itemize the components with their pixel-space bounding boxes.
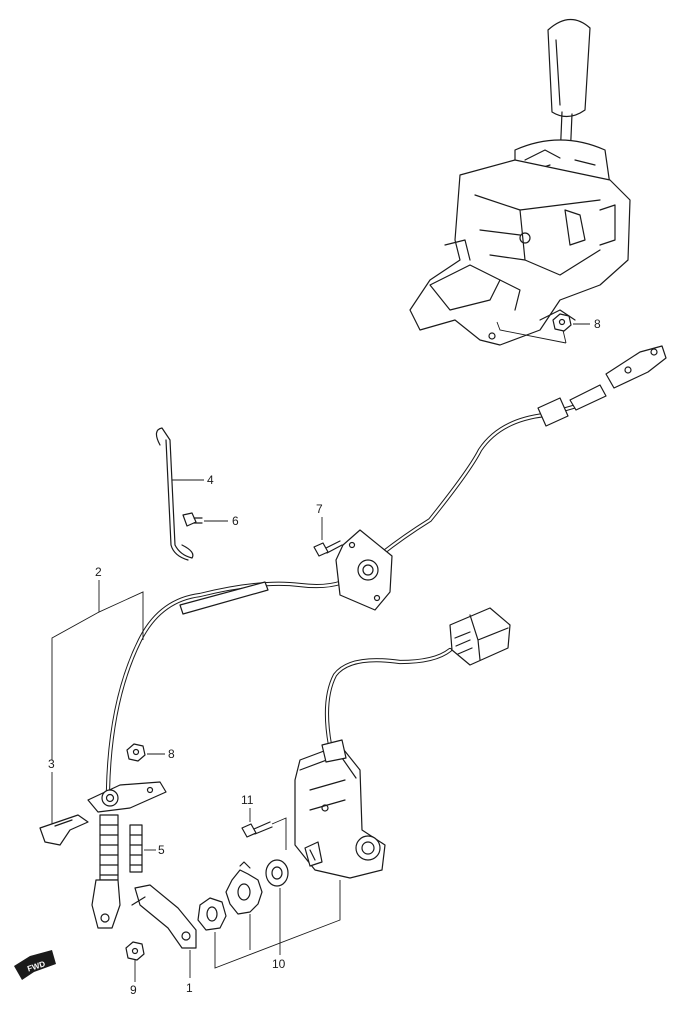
callout-10: 10 [272, 957, 286, 971]
callout-6: 6 [232, 514, 239, 528]
washer-10 [265, 859, 289, 887]
shift-lever-assembly [409, 18, 631, 346]
callout-4: 4 [207, 473, 214, 487]
lock-washer [225, 861, 263, 915]
callout-8-lower: 8 [168, 747, 175, 761]
lever-1 [131, 884, 197, 949]
callout-8-top: 8 [594, 317, 601, 331]
nut-8-top [552, 313, 572, 332]
callout-1: 1 [186, 981, 193, 995]
position-switch [294, 607, 511, 879]
callout-3: 3 [48, 757, 55, 771]
spacer-5 [129, 824, 143, 873]
bolt-7 [313, 540, 343, 557]
clip-3 [39, 814, 89, 846]
callout-11: 11 [241, 793, 254, 807]
cable-end-bracket [87, 781, 167, 929]
callout-9: 9 [130, 983, 137, 997]
fwd-arrow-icon: FWD [14, 950, 56, 980]
bolt-11 [241, 821, 273, 838]
bolt-6 [182, 512, 203, 527]
spring-clip-4 [155, 427, 194, 561]
callout-7: 7 [316, 502, 323, 516]
nut-9 [125, 941, 145, 961]
callout-5: 5 [158, 843, 165, 857]
callout-2: 2 [95, 565, 102, 579]
selector-cable [105, 345, 667, 793]
switch-nut [197, 897, 227, 931]
nut-8-lower [126, 743, 146, 762]
